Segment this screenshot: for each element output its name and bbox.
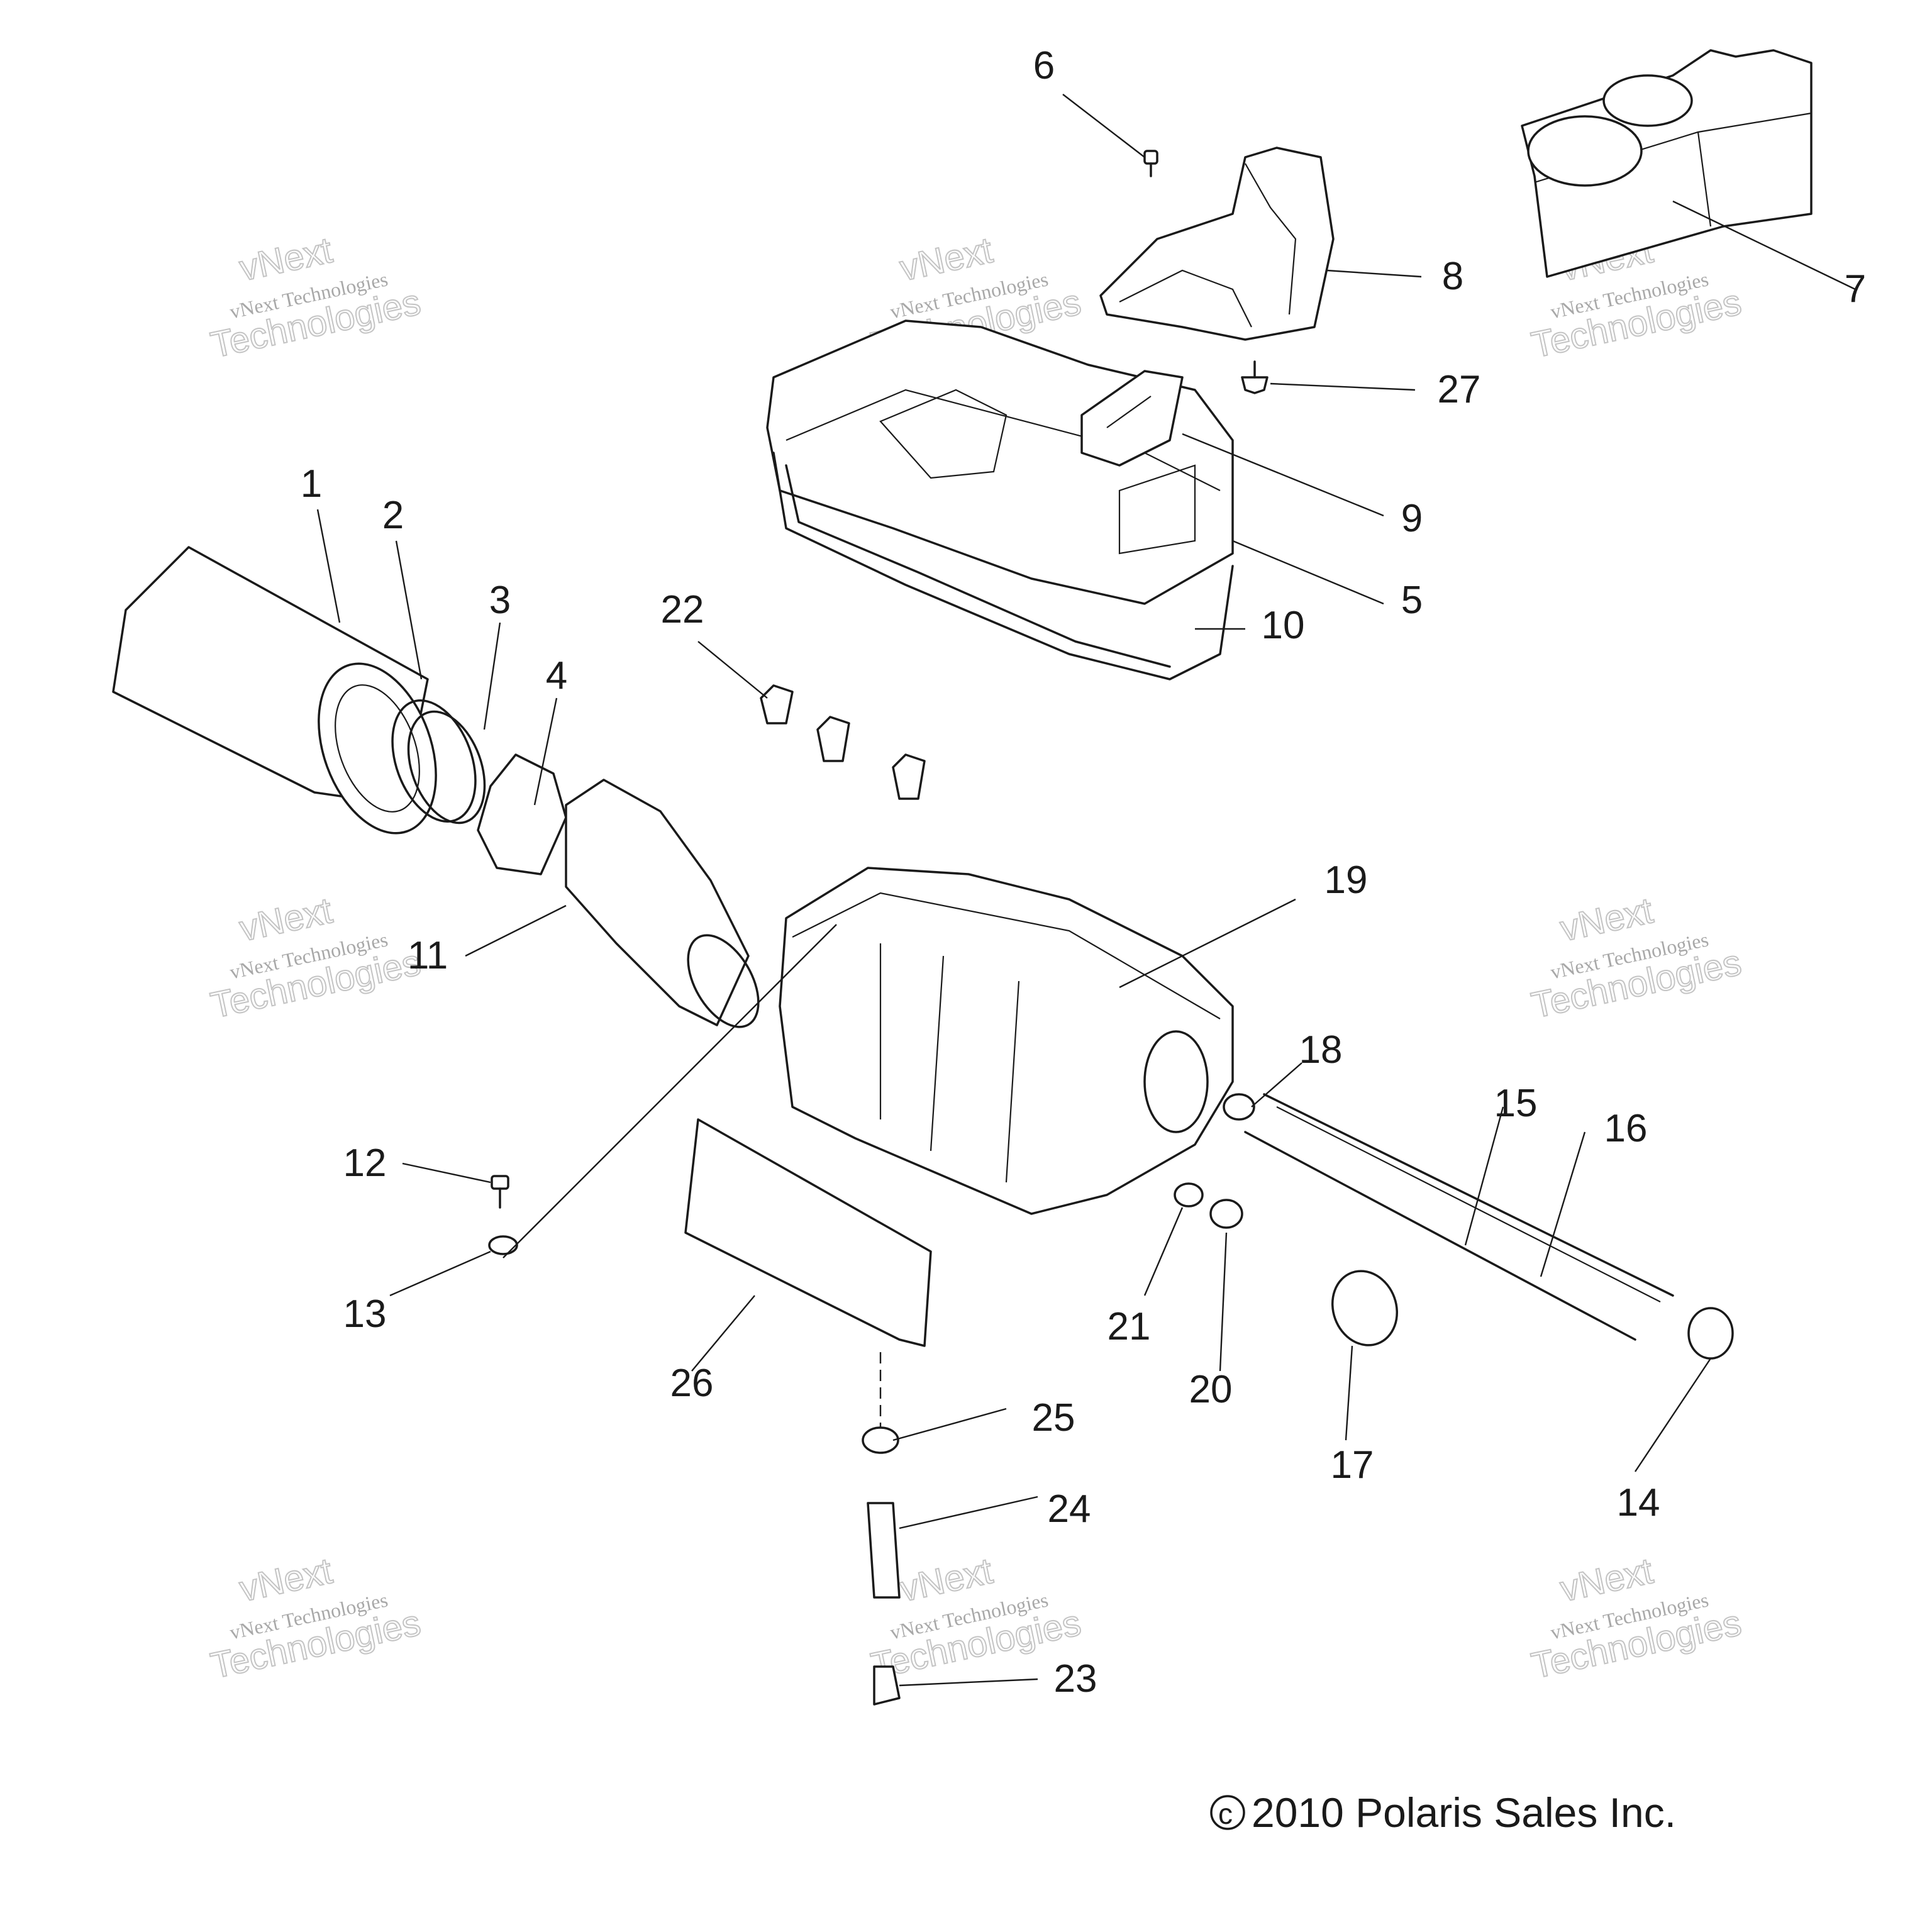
callout-23: 23 [1054,1657,1097,1701]
callout-25: 25 [1032,1396,1075,1440]
part-21-clip [1174,1182,1204,1208]
svg-text:vNext: vNext [1557,890,1657,949]
callout-13: 13 [343,1292,387,1336]
part-17-hose-clamp [1331,1270,1399,1346]
watermark-bottom-right: vNext vNext Technologies Technologies [1528,1550,1746,1687]
part-12-screw [491,1175,509,1209]
part-22-clips [760,684,926,800]
part-7-cover [1521,49,1813,278]
copyright-symbol-letter: c [1218,1797,1233,1830]
svg-text:vNext: vNext [236,890,336,949]
callout-27: 27 [1438,368,1481,411]
part-9-inner-frame [1080,370,1184,467]
svg-text:vNext: vNext [236,1550,336,1609]
callout-2: 2 [382,494,404,537]
part-26-pad [684,1118,932,1347]
callout-15: 15 [1494,1082,1538,1125]
callout-10: 10 [1262,604,1305,647]
callout-26: 26 [670,1362,714,1405]
watermark-top-left: vNext vNext Technologies Technologies [207,229,425,367]
copyright-text: 2010 Polaris Sales Inc. [1252,1789,1676,1836]
watermark-mid-left: vNext vNext Technologies Technologies [207,889,425,1027]
part-23-valve [873,1665,901,1706]
callout-19: 19 [1324,858,1368,902]
callout-17: 17 [1331,1443,1374,1487]
leader-lines [316,94,1856,1687]
svg-text:vNext: vNext [896,1550,996,1609]
part-2-3-clamps [391,699,486,824]
callout-3: 3 [489,579,511,622]
part-6-screw [1143,150,1158,177]
part-24-hose [867,1502,901,1599]
callout-16: 16 [1604,1107,1648,1150]
watermark-bottom-left: vNext vNext Technologies Technologies [207,1550,425,1687]
svg-text:vNext: vNext [236,230,336,289]
callout-20: 20 [1189,1368,1233,1411]
svg-text:vNext: vNext [896,230,996,289]
callout-11: 11 [408,934,448,977]
part-19-airbox [779,867,1234,1215]
callout-4: 4 [546,654,567,697]
callout-18: 18 [1299,1028,1343,1072]
part-18-cap [1223,1093,1255,1121]
part-14-clamp [1687,1307,1734,1360]
watermark-mid-right: vNext vNext Technologies Technologies [1528,889,1746,1027]
part-5-airbox-lid [766,319,1234,605]
callout-5: 5 [1401,579,1423,622]
callout-8: 8 [1442,255,1463,298]
callout-21: 21 [1108,1305,1151,1348]
copyright-circle [1210,1795,1245,1830]
callout-6: 6 [1033,44,1055,87]
copyright-notice: c 2010 Polaris Sales Inc. [1210,1789,1676,1836]
callout-7: 7 [1845,267,1866,311]
part-8-duct [1099,147,1335,341]
callout-14: 14 [1617,1481,1660,1524]
part-13-washer [488,1235,518,1255]
callout-12: 12 [343,1141,387,1185]
part-27-rivet [1241,360,1269,394]
part-20-plug [1209,1199,1243,1229]
part-4-coupler [477,753,567,875]
callout-labels: 1 2 3 4 5 6 7 8 9 10 11 12 13 14 15 16 1… [301,44,1866,1701]
part-15-16-tube [1244,1093,1674,1341]
part-25-clamp [862,1426,899,1454]
callout-9: 9 [1401,497,1423,540]
svg-text:vNext: vNext [1557,1550,1657,1609]
part-10-seal [772,452,1234,680]
callout-22: 22 [661,588,704,631]
part-11-intake-boot [565,779,760,1028]
callout-24: 24 [1048,1487,1091,1531]
callout-1: 1 [301,462,322,506]
